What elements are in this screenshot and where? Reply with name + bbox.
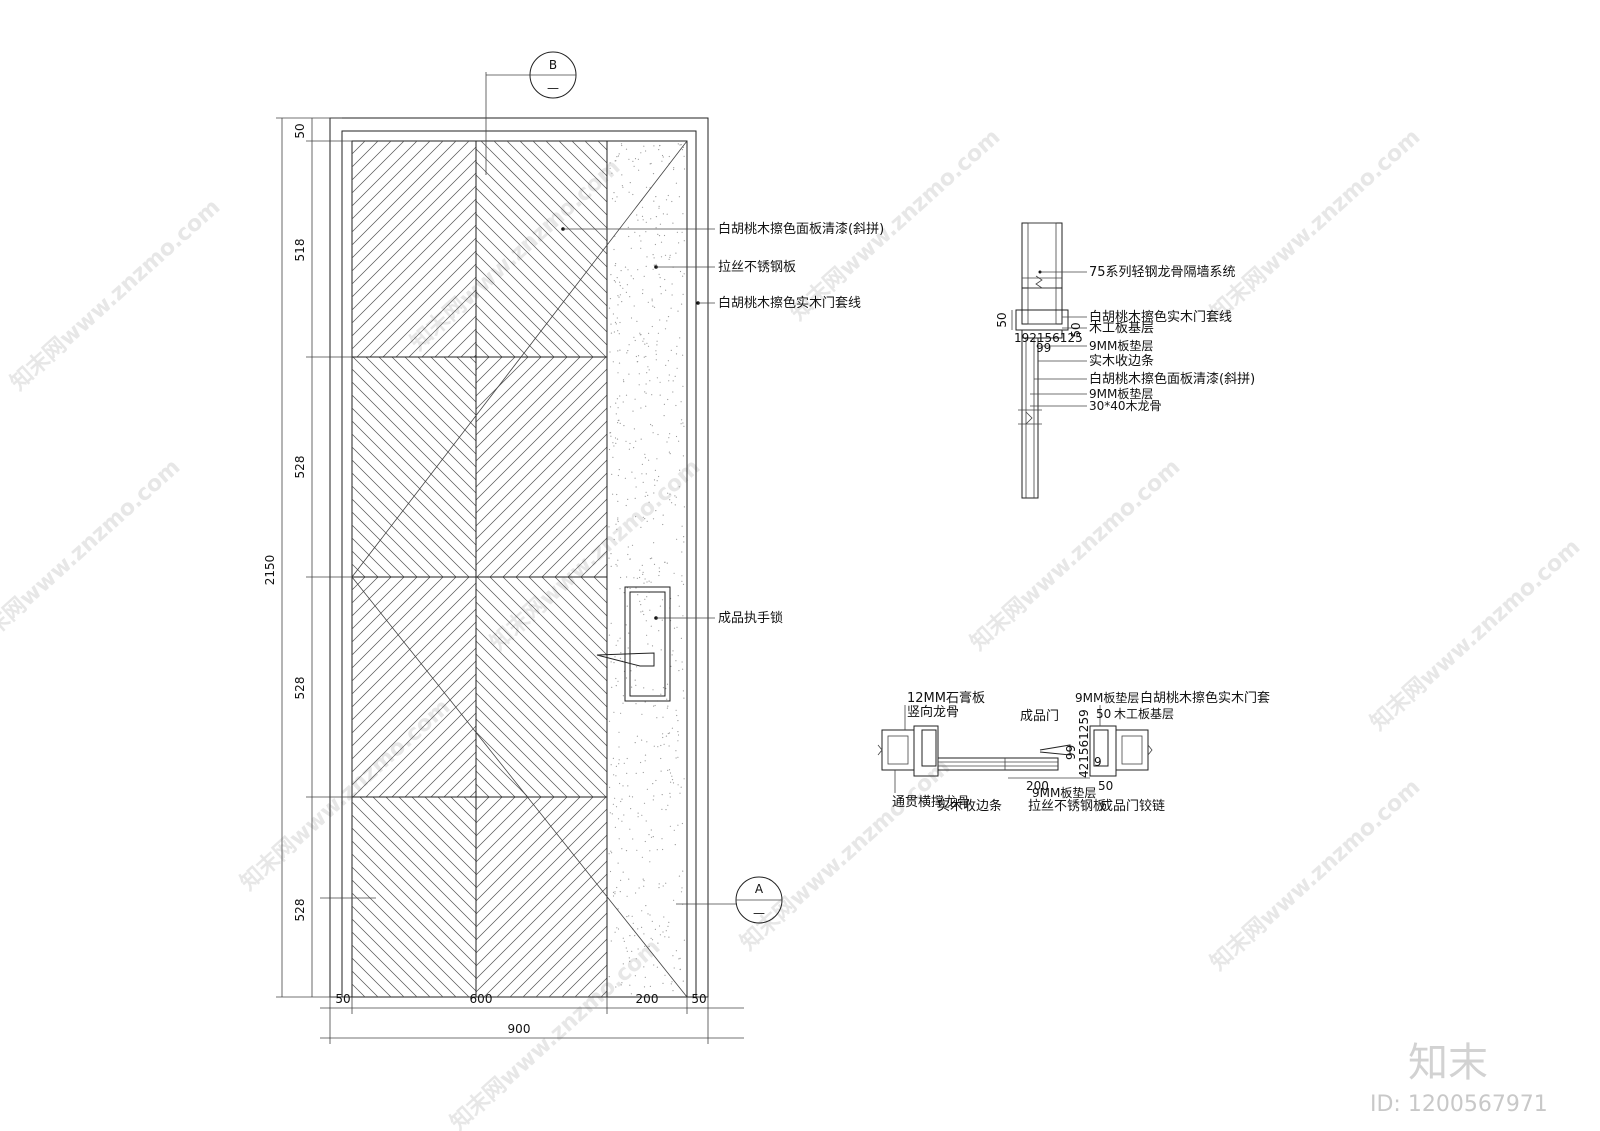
watermark-text: 知末网www.znzmo.com bbox=[1205, 124, 1425, 326]
horizontal-dimensions: 50 600 200 50 900 bbox=[320, 992, 744, 1044]
hs-dim-9: 9 bbox=[1094, 755, 1102, 769]
callout-lever-lock: 成品执手锁 bbox=[718, 610, 783, 626]
watermark-text: 知末网www.znzmo.com bbox=[405, 154, 625, 356]
hs-label-cross-brace: 通贯横撑龙骨 bbox=[892, 795, 970, 810]
brand-id: ID: 1200567971 bbox=[1370, 1092, 1548, 1117]
vs-label-walnut-panel: 白胡桃木擦色面板清漆(斜拼) bbox=[1089, 371, 1255, 387]
hs-label-9mm-pad-top: 9MM板垫层 bbox=[1075, 690, 1139, 705]
dim-h-600: 600 bbox=[470, 992, 493, 1006]
elevation-callouts: 白胡桃木擦色面板清漆(斜拼) 拉丝不锈钢板 白胡桃木擦色实木门套线 成品执手锁 bbox=[561, 221, 884, 626]
hs-label-walnut-casing: 白胡桃木擦色实木门套 bbox=[1140, 690, 1270, 706]
watermark-text: 知末网www.znzmo.com bbox=[5, 194, 225, 396]
section-marker-a-sub: — bbox=[753, 906, 765, 920]
dim-v-50: 50 bbox=[293, 123, 307, 138]
door-leaf bbox=[351, 140, 688, 998]
watermark-text: 知末网www.znzmo.com bbox=[1205, 774, 1425, 976]
vs-label-edge-strip: 实木收边条 bbox=[1089, 353, 1154, 369]
hs-dim-99: 99 bbox=[1064, 745, 1078, 760]
dim-v-528-a: 528 bbox=[293, 456, 307, 479]
vs-label-timber-keel: 30*40木龙骨 bbox=[1089, 399, 1162, 413]
dim-v-528-c: 528 bbox=[293, 899, 307, 922]
handle-plate-outer bbox=[624, 586, 671, 702]
callout-door-casing: 白胡桃木擦色实木门套线 bbox=[718, 295, 861, 311]
lever-handle bbox=[596, 652, 655, 667]
section-marker-a-letter: A bbox=[755, 882, 764, 896]
vs-dim-50-left: 50 bbox=[995, 312, 1009, 327]
hs-dim-200: 200 bbox=[1026, 779, 1049, 793]
watermark-text: 知末网www.znzmo.com bbox=[235, 694, 455, 896]
hs-label-50: 50 bbox=[1096, 707, 1111, 721]
dim-h-50-right: 50 bbox=[691, 992, 706, 1006]
vs-label-door-casing: 白胡桃木擦色实木门套线 bbox=[1089, 309, 1232, 325]
dim-h-200: 200 bbox=[636, 992, 659, 1006]
dim-v-518: 518 bbox=[293, 239, 307, 262]
horizontal-section-detail: 12MM石膏板 竖向龙骨 9MM板垫层 白胡桃木擦色实木门套 成品门 50 木工… bbox=[877, 690, 1270, 814]
dim-v-528-b: 528 bbox=[293, 677, 307, 700]
vs-dim-50-right: 50 bbox=[1069, 322, 1083, 337]
stainless-steel-strip bbox=[608, 143, 686, 995]
wood-panel-hatch bbox=[352, 141, 608, 997]
vertical-section-detail: 75系列轻钢龙骨隔墙系统 白胡桃木擦色实木门套线 木工板基层 9MM板垫层 实木… bbox=[995, 222, 1255, 499]
dim-total-height: 2150 bbox=[263, 555, 277, 586]
section-marker-b-letter: B bbox=[549, 58, 557, 72]
vs-label-partition-system: 75系列轻钢龙骨隔墙系统 bbox=[1089, 265, 1236, 280]
watermark-text: 知末网www.znzmo.com bbox=[1365, 534, 1585, 736]
vertical-section-leaders: 75系列轻钢龙骨隔墙系统 白胡桃木擦色实木门套线 木工板基层 9MM板垫层 实木… bbox=[1030, 265, 1255, 413]
door-elevation: B — A — 50 518 528 528 528 2150 bbox=[263, 51, 884, 1044]
vs-dim-99: 99 bbox=[1036, 341, 1051, 355]
hs-label-vertical-keel: 竖向龙骨 bbox=[907, 704, 959, 720]
vs-dim-stack: 192156125 bbox=[1014, 331, 1083, 345]
hs-label-finished-door: 成品门 bbox=[1020, 709, 1059, 724]
handle-plate-inner bbox=[629, 591, 666, 697]
vs-label-9mm-pad-1: 9MM板垫层 bbox=[1089, 338, 1153, 353]
dim-h-50-left: 50 bbox=[335, 992, 350, 1006]
vs-label-9mm-pad-2: 9MM板垫层 bbox=[1089, 386, 1153, 401]
dim-total-width: 900 bbox=[508, 1022, 531, 1036]
brand-logo-text: 知末 bbox=[1408, 1040, 1488, 1086]
hs-dim-50: 50 bbox=[1098, 779, 1113, 793]
watermark-text: 知末网www.znzmo.com bbox=[735, 754, 955, 956]
callout-stainless-steel: 拉丝不锈钢板 bbox=[718, 260, 796, 275]
watermark-text: 知末网www.znzmo.com bbox=[965, 454, 1185, 656]
vertical-dimensions: 50 518 528 528 528 2150 bbox=[263, 117, 352, 998]
hs-label-gypsum-board: 12MM石膏板 bbox=[907, 690, 985, 706]
hs-label-hinge: 成品门铰链 bbox=[1100, 799, 1165, 814]
door-swing-line bbox=[351, 140, 688, 998]
hs-dim-stack: 421561259 bbox=[1077, 709, 1091, 778]
hs-label-stainless: 拉丝不锈钢板 bbox=[1028, 799, 1106, 814]
hs-label-9mm-pad-bottom: 9MM板垫层 bbox=[1032, 785, 1096, 800]
watermark-text: 知末网www.znzmo.com bbox=[0, 454, 185, 656]
hs-label-blockboard: 木工板基层 bbox=[1114, 707, 1174, 721]
hs-label-edge-strip: 实木收边条 bbox=[937, 798, 1002, 814]
section-marker-b-sub: — bbox=[547, 81, 559, 95]
callout-walnut-panel: 白胡桃木擦色面板清漆(斜拼) bbox=[718, 221, 884, 237]
vs-label-blockboard-base: 木工板基层 bbox=[1089, 321, 1154, 336]
